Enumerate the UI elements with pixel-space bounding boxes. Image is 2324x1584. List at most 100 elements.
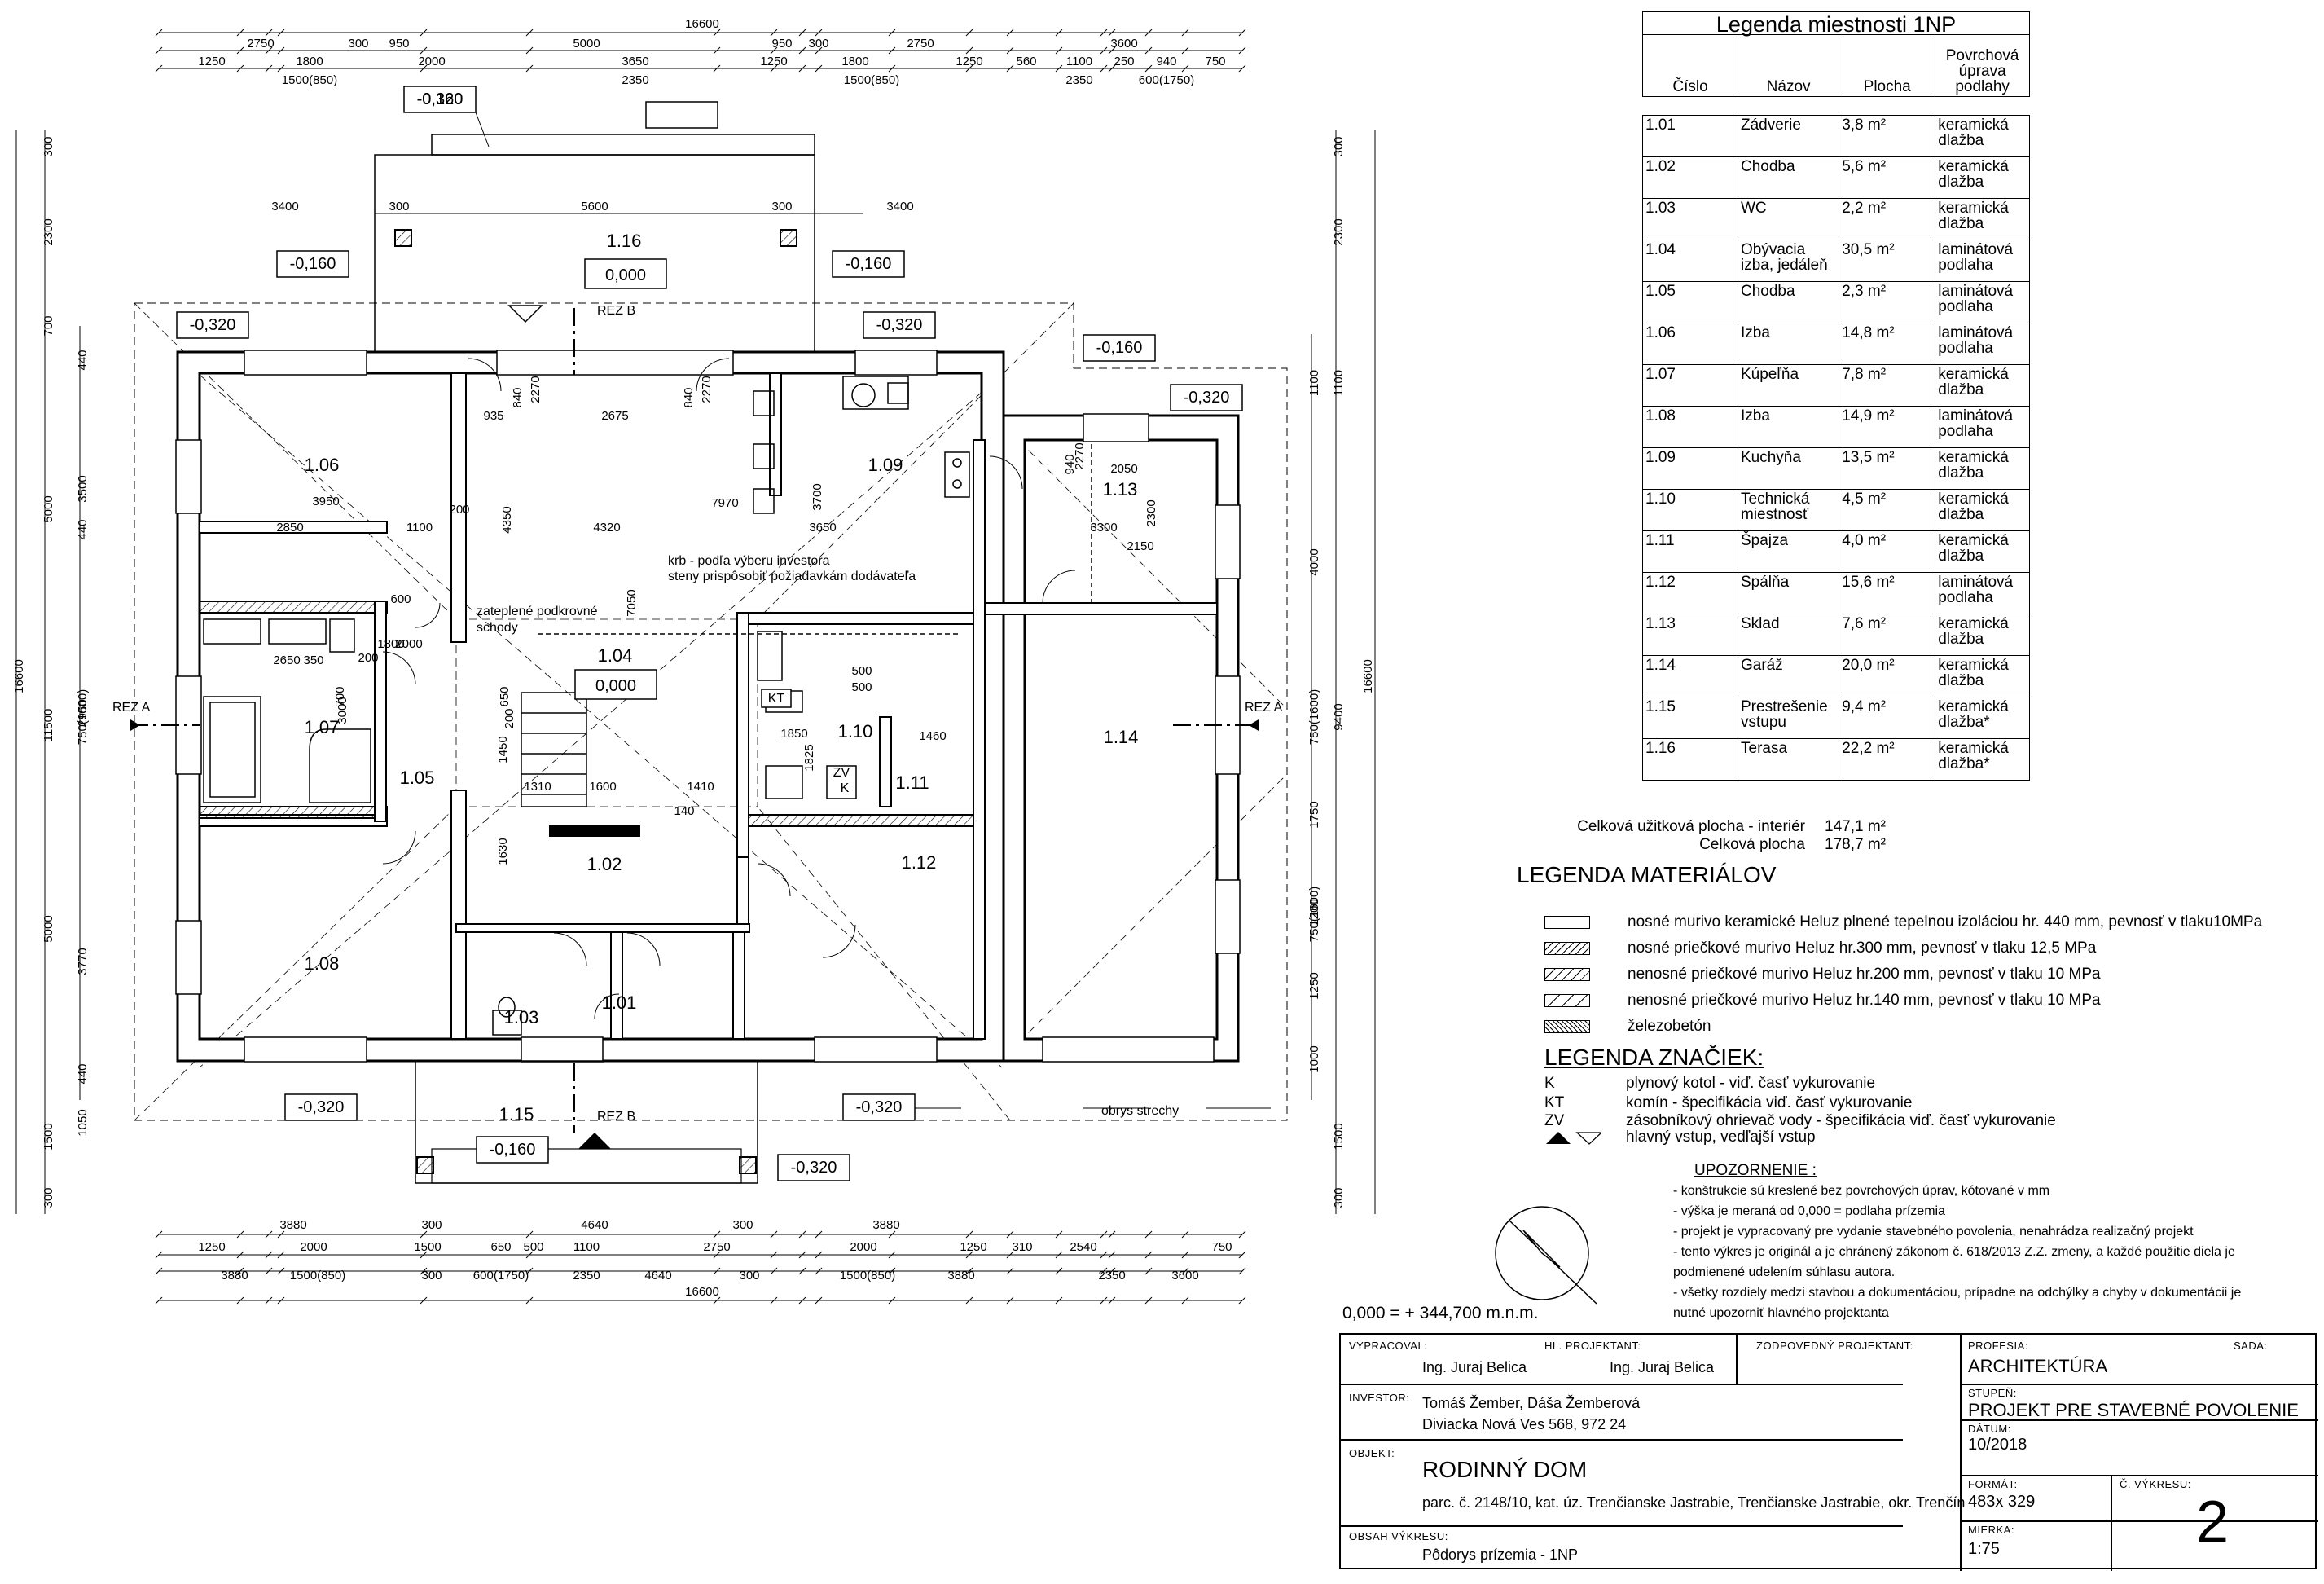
dimension-label: 350 [303, 653, 323, 667]
floor-plan: 1660027503009505000950300275036001250180… [12, 17, 1597, 1305]
dimension-label: 4320 [593, 521, 620, 535]
legend-room-floor: keramická dlažba [1935, 364, 2030, 407]
legend-room-area: 4,5 m² [1839, 489, 1936, 531]
entrance-icons [1544, 1129, 1626, 1150]
dimension-label: 2050 [1110, 462, 1137, 476]
legend-room-name: Chodba [1737, 281, 1840, 323]
legend-room-area: 14,8 m² [1839, 323, 1936, 365]
vypracoval: Ing. Juraj Belica [1422, 1359, 1527, 1375]
dimension-label: 3880 [872, 1218, 899, 1232]
legend-room-area: 3,8 m² [1839, 115, 1936, 157]
dimension-label: 2750 [703, 1240, 730, 1254]
legend-room-name: Obývacia izba, jedáleň [1737, 240, 1840, 282]
annotation: krb - podľa výberu investora [668, 554, 830, 568]
dimension-label: 440 [76, 1063, 90, 1084]
room-label: 1.02 [587, 854, 622, 874]
dimension-label: 2750 [247, 37, 274, 51]
dimension-label: 4350 [500, 506, 514, 533]
dimension-label: 2000 [850, 1240, 876, 1254]
dimension-label: 1500(850) [840, 1269, 895, 1283]
dimension-label: 1100 [1332, 370, 1346, 396]
dimension-label: 2950 [76, 699, 90, 726]
level-label: -0,320 [1184, 389, 1230, 407]
dimension-label: 2270 [1073, 442, 1087, 469]
dimension-label: 2270 [529, 376, 543, 403]
dimension-label: 440 [76, 519, 90, 539]
legend-room-name: Terasa [1737, 738, 1840, 781]
dimension-label: 1500 [42, 1123, 55, 1150]
dimension-label: 2350 [622, 73, 648, 87]
hl-projektant: Ing. Juraj Belica [1610, 1359, 1715, 1375]
legend-room-floor: laminátová podlaha [1935, 323, 2030, 365]
dimension-label: 600(1750) [1139, 73, 1194, 87]
dimension-label: 9400 [1332, 703, 1346, 730]
note-line: podmienené udelením súhlasu autora. [1673, 1265, 1896, 1279]
legend-room-floor: laminátová podlaha [1935, 240, 2030, 282]
dimension-label: 1800 [377, 637, 404, 651]
legend-room-name: Izba [1737, 323, 1840, 365]
room-label: 1.05 [400, 768, 435, 788]
sign-desc: komín - špecifikácia viď. časť vykurovan… [1626, 1094, 1913, 1111]
dimension-label: 2675 [601, 409, 628, 423]
label-obsah: OBSAH VÝKRESU: [1349, 1530, 1448, 1542]
room-label: 1.04 [598, 645, 633, 666]
dimension-label: 1100 [573, 1240, 600, 1254]
room-label: 1.07 [305, 717, 340, 737]
dimension-label: 600(1750) [473, 1269, 529, 1283]
legend-room-name: Izba [1737, 406, 1840, 448]
dimension-label: 750(1600) [76, 689, 90, 745]
dimension-label: 950 [771, 37, 792, 51]
level-label: -0,320 [856, 1098, 903, 1116]
room-legend-title: Legenda miestnosti 1NP [1642, 11, 2030, 36]
legend-room-area: 14,9 m² [1839, 406, 1936, 448]
dimension-label: 3950 [312, 495, 339, 508]
dimension-label: 2300 [1144, 499, 1158, 526]
sign-key: ZV [1544, 1112, 1565, 1129]
total-label: Celková plocha [1699, 836, 1805, 853]
dimension-label: 1750 [1307, 801, 1321, 828]
legend-room-area: 15,6 m² [1839, 572, 1936, 614]
label-datum: DÁTUM: [1968, 1423, 2011, 1435]
legend-room-area: 22,2 m² [1839, 738, 1936, 781]
level-label: -0,320 [876, 316, 923, 334]
dimension-label: 5600 [581, 200, 608, 213]
dimension-label: 1000 [1307, 1045, 1321, 1072]
room-label: 1.13 [1103, 479, 1138, 499]
dimension-label: 750(1600) [1307, 887, 1321, 942]
note-line: - konštrukcie sú kreslené bez povrchovýc… [1673, 1184, 2050, 1198]
notes: UPOZORNENIE : - konštrukcie sú kreslené … [1673, 1160, 2317, 1323]
room-label: 1.08 [305, 953, 340, 974]
dimension-label: 3000 [336, 697, 349, 724]
dimension-label: 840 [682, 387, 696, 407]
legend-room-number: 1.06 [1642, 323, 1738, 365]
dimension-label: 5000 [42, 915, 55, 942]
swatch-concrete [1544, 1020, 1590, 1033]
level-label: -0,160 [846, 255, 892, 273]
legend-room-number: 1.05 [1642, 281, 1738, 323]
legend-room-number: 1.04 [1642, 240, 1738, 282]
room-legend: Legenda miestnosti 1NP Číslo Názov Ploch… [1642, 11, 2030, 781]
dimension-label: 950 [389, 37, 409, 51]
dimension-label: 7050 [625, 589, 639, 616]
room-label: 1.09 [868, 455, 903, 475]
legend-room-area: 9,4 m² [1839, 697, 1936, 739]
dimension-label: 1600 [589, 780, 616, 794]
dimension-label: 1500 [1332, 1123, 1346, 1150]
dimension-label: 7970 [711, 496, 738, 510]
legend-room-number: 1.02 [1642, 156, 1738, 199]
dimension-label: 1825 [802, 744, 816, 771]
dimension-label: 3400 [886, 200, 913, 213]
legend-room-number: 1.15 [1642, 697, 1738, 739]
dimension-label: 1460 [919, 729, 946, 743]
boiler-label: K [841, 781, 850, 795]
dimension-label: 1250 [960, 1240, 986, 1254]
dimension-label: 1630 [496, 838, 510, 865]
legend-room-number: 1.03 [1642, 198, 1738, 240]
dimension-label: 2000 [418, 55, 445, 68]
dimension-label: 1850 [780, 727, 807, 741]
mierka: 1:75 [1968, 1540, 2000, 1558]
dimension-label: 3400 [271, 200, 298, 213]
legend-room-name: Zádverie [1737, 115, 1840, 157]
